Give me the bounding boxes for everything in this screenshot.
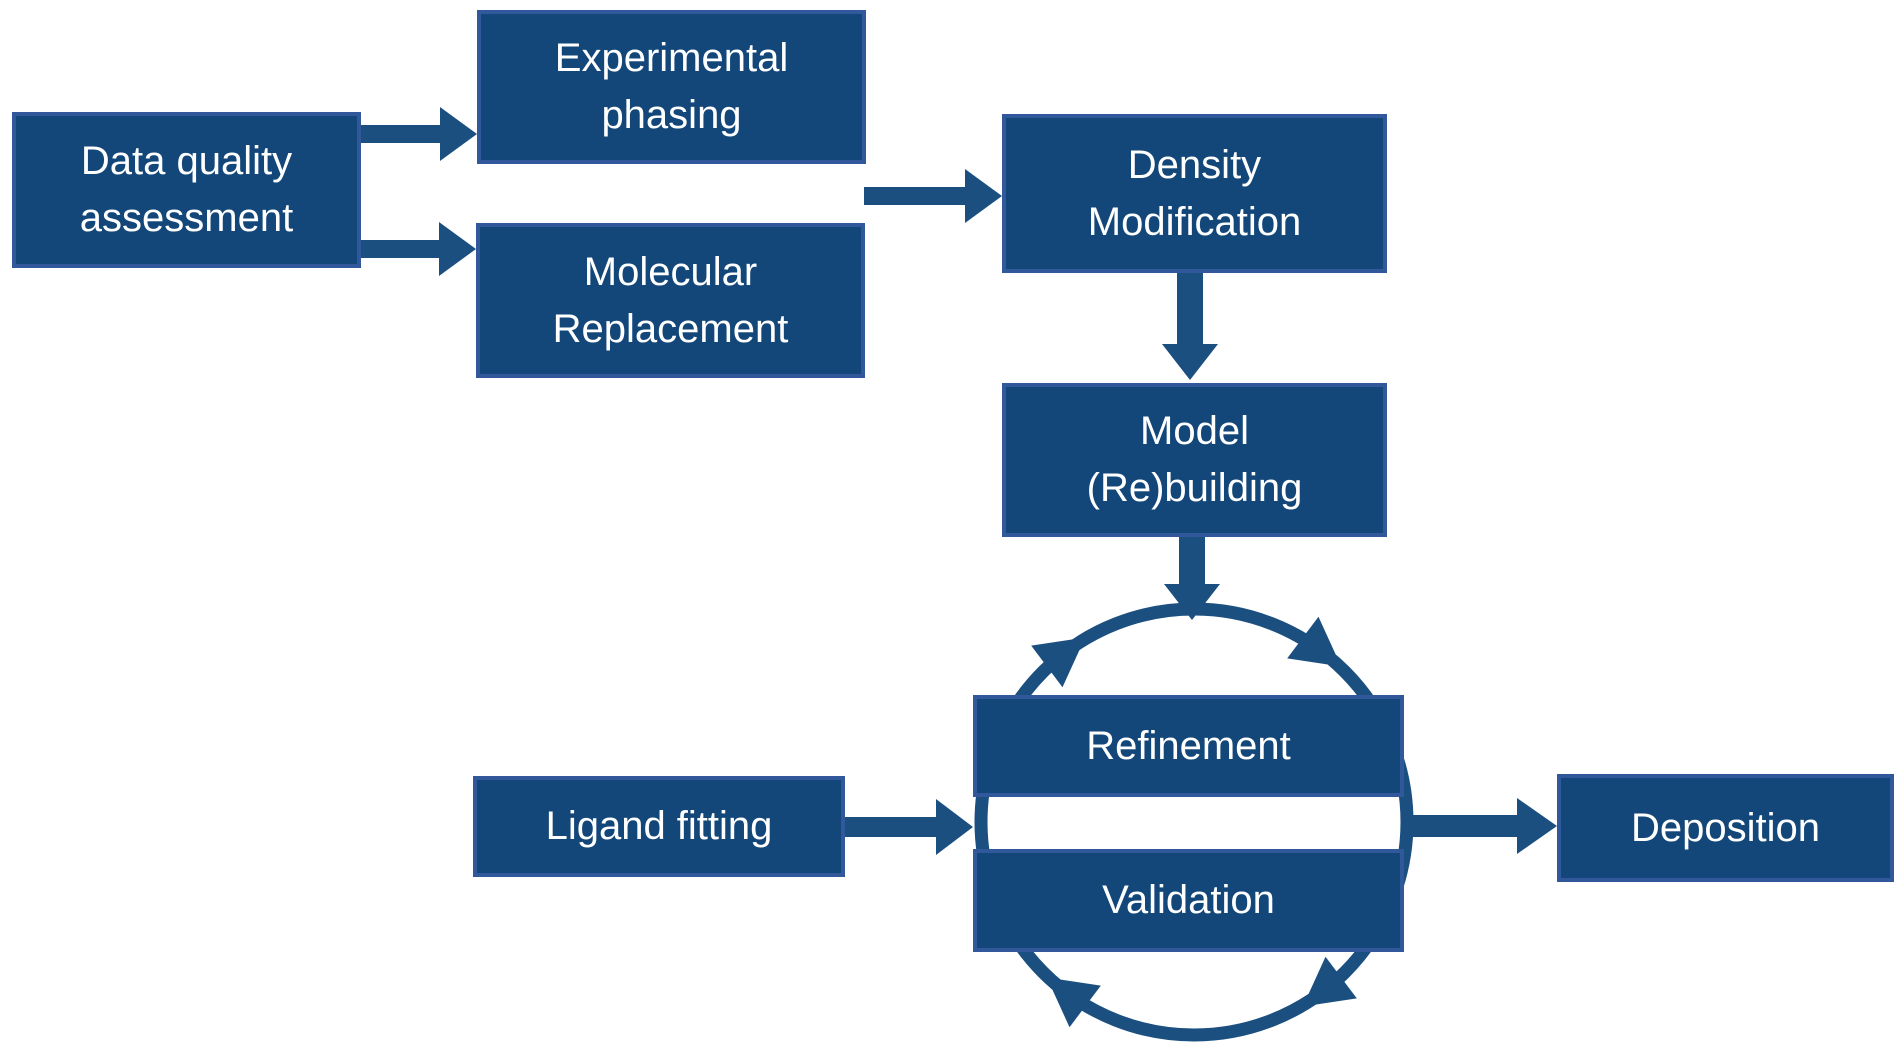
box-label-line: Ligand fitting [545, 804, 773, 849]
box-label-line: Refinement [1086, 723, 1291, 768]
box-label-line: Deposition [1630, 805, 1820, 850]
box-experimental-phasing: Experimental phasing [477, 10, 866, 164]
box-molecular-replacement: Molecular Replacement [476, 223, 865, 378]
arrow-densitymod-to-modelrebuild [1162, 273, 1218, 380]
arrow-phasing-to-densitymod [864, 169, 1002, 223]
cycle-arrowhead-top-right-icon [1287, 616, 1342, 667]
cycle-circle-arrow [974, 602, 1414, 1042]
box-refinement: Refinement [973, 695, 1404, 797]
box-label-line: Molecular [583, 249, 758, 294]
arrow-cycle-to-deposition [1412, 798, 1557, 854]
box-label-line: Replacement [552, 306, 789, 351]
box-model-rebuilding: Model (Re)building [1002, 383, 1387, 537]
box-label-line: Model [1140, 409, 1249, 454]
box-validation: Validation [973, 849, 1404, 952]
arrow-dataquality-to-molecular [361, 222, 476, 276]
box-data-quality-assessment: Data quality assessment [12, 112, 361, 268]
cycle-arrowhead-bottom-left-icon [1046, 977, 1101, 1028]
box-label-line: Modification [1087, 199, 1302, 244]
box-ligand-fitting: Ligand fitting [473, 776, 845, 877]
box-label-line: assessment [79, 196, 294, 240]
box-label-line: Density [1127, 142, 1262, 187]
box-label-line: (Re)building [1086, 466, 1303, 510]
arrow-modelrebuild-to-cycle [1164, 537, 1220, 620]
arrow-ligand-to-cycle [845, 799, 973, 855]
cycle-arrowhead-bottom-right-icon [1302, 956, 1357, 1007]
box-label-line: Validation [1102, 878, 1275, 923]
box-label-line: Data quality [80, 139, 293, 184]
box-label-line: Experimental [554, 36, 789, 81]
arrow-dataquality-to-experimental [361, 107, 477, 161]
box-label-line: phasing [601, 93, 742, 137]
box-deposition: Deposition [1557, 774, 1894, 882]
box-density-modification: Density Modification [1002, 114, 1387, 273]
cycle-arrowhead-top-left-icon [1031, 637, 1086, 688]
